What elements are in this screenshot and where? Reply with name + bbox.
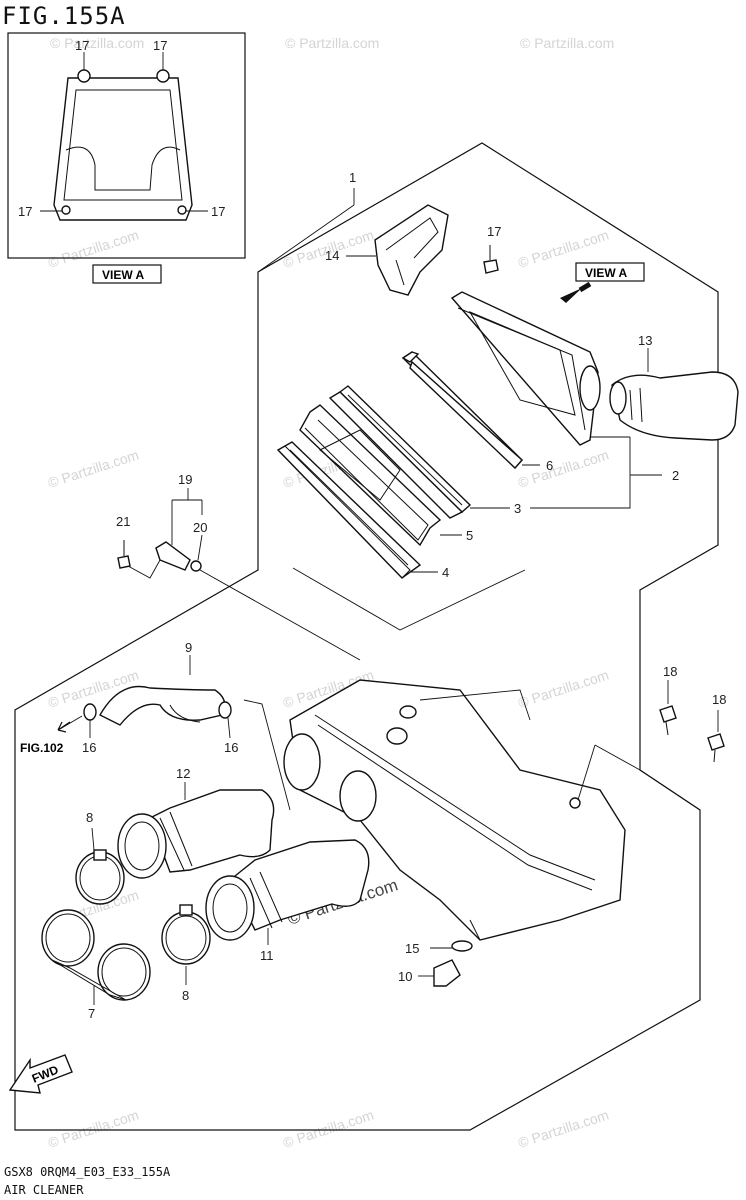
callout-17: 17 xyxy=(75,38,89,53)
watermark: © Partzilla.com xyxy=(516,1106,611,1150)
callout-11: 11 xyxy=(260,948,274,963)
callout-21: 21 xyxy=(116,514,130,529)
inset-grommet xyxy=(177,205,187,215)
view-arrow-icon xyxy=(560,288,582,303)
callout-10: 10 xyxy=(398,969,412,984)
part-6-filter-element xyxy=(401,351,523,470)
callout-9: 9 xyxy=(185,640,192,655)
part-13-breather-hose xyxy=(609,371,739,441)
part-11-intake-boot xyxy=(205,839,370,941)
callout-17: 17 xyxy=(211,204,225,219)
view-a-main: VIEW A xyxy=(560,262,645,303)
fig102-label: FIG.102 xyxy=(20,741,64,755)
inset-frame xyxy=(7,32,246,259)
fwd-arrow-icon: FWD xyxy=(8,1054,73,1094)
callout-14: 14 xyxy=(325,248,339,263)
watermark: © Partzilla.com xyxy=(46,446,141,490)
figure-title: FIG.155A xyxy=(2,2,126,30)
callout-18: 18 xyxy=(663,664,677,679)
inset-grommet xyxy=(61,205,71,215)
callout-20: 20 xyxy=(193,520,207,535)
part-2-cleaner-cover xyxy=(450,291,601,446)
part-18-bolt xyxy=(659,705,725,763)
callout-19: 19 xyxy=(178,472,192,487)
part-17-screw xyxy=(483,245,499,274)
callout-7: 7 xyxy=(88,1006,95,1021)
callout-6: 6 xyxy=(546,458,553,473)
watermark: © Partzilla.com xyxy=(516,446,611,490)
part-10-drain-plug xyxy=(433,959,461,987)
callout-8: 8 xyxy=(86,810,93,825)
callout-16: 16 xyxy=(82,740,96,755)
watermark: © Partzilla.com xyxy=(46,1106,141,1150)
callout-18: 18 xyxy=(712,692,726,707)
view-a-label: VIEW A xyxy=(102,268,145,282)
callout-17: 17 xyxy=(487,224,501,239)
callout-16: 16 xyxy=(224,740,238,755)
bracket-2-3 xyxy=(530,437,631,509)
inset-cover-outer xyxy=(53,77,193,221)
filter-bracket xyxy=(292,567,526,631)
watermark: © Partzilla.com xyxy=(46,226,141,270)
view-a-label-box xyxy=(92,264,162,284)
callout-12: 12 xyxy=(176,766,190,781)
frame-bracket xyxy=(639,769,701,811)
callout-1: 1 xyxy=(349,170,356,185)
callout-8: 8 xyxy=(182,988,189,1003)
callout-3: 3 xyxy=(514,501,521,516)
part-5-element xyxy=(299,404,442,547)
callout-2: 2 xyxy=(672,468,679,483)
callout-4: 4 xyxy=(442,565,449,580)
figure-name: AIR CLEANER xyxy=(4,1183,84,1197)
watermark: © Partzilla.com xyxy=(50,35,144,51)
part-16-clamp xyxy=(83,701,232,721)
part-8-clamp xyxy=(75,849,211,965)
part-15-clamp xyxy=(451,940,473,952)
part-4-gasket xyxy=(276,441,422,579)
part-12-intake-boot xyxy=(117,789,275,879)
case-leader xyxy=(419,689,531,721)
part-3-filter xyxy=(328,385,472,519)
view-a-inset: 17 17 17 17 VIEW A xyxy=(7,32,246,284)
watermark: © Partzilla.com xyxy=(285,35,379,51)
view-a-label: VIEW A xyxy=(585,266,628,280)
figure-code: GSX8 0RQM4_E03_E33_155A xyxy=(4,1165,171,1179)
callout-17: 17 xyxy=(153,38,167,53)
part-9-hose xyxy=(99,685,226,726)
inset-grommet xyxy=(156,69,170,83)
inset-cover-inner xyxy=(63,89,183,201)
part-1-air-cleaner-case xyxy=(283,679,626,941)
callout-17: 17 xyxy=(18,204,32,219)
fig102-reference: FIG.102 xyxy=(20,715,83,755)
inset-cover-contour xyxy=(65,146,181,191)
bracket-19-20 xyxy=(171,499,203,545)
part-19-sensor xyxy=(117,540,202,572)
watermark: © Partzilla.com xyxy=(281,1106,376,1150)
watermark: © Partzilla.com xyxy=(516,666,611,710)
callout-5: 5 xyxy=(466,528,473,543)
callout-13: 13 xyxy=(638,333,652,348)
watermark: © Partzilla.com xyxy=(520,35,614,51)
callout-15: 15 xyxy=(405,941,419,956)
part-14-intake-duct xyxy=(374,204,449,296)
inset-grommet xyxy=(77,69,91,83)
part-7-twin-clamp xyxy=(41,909,151,1001)
